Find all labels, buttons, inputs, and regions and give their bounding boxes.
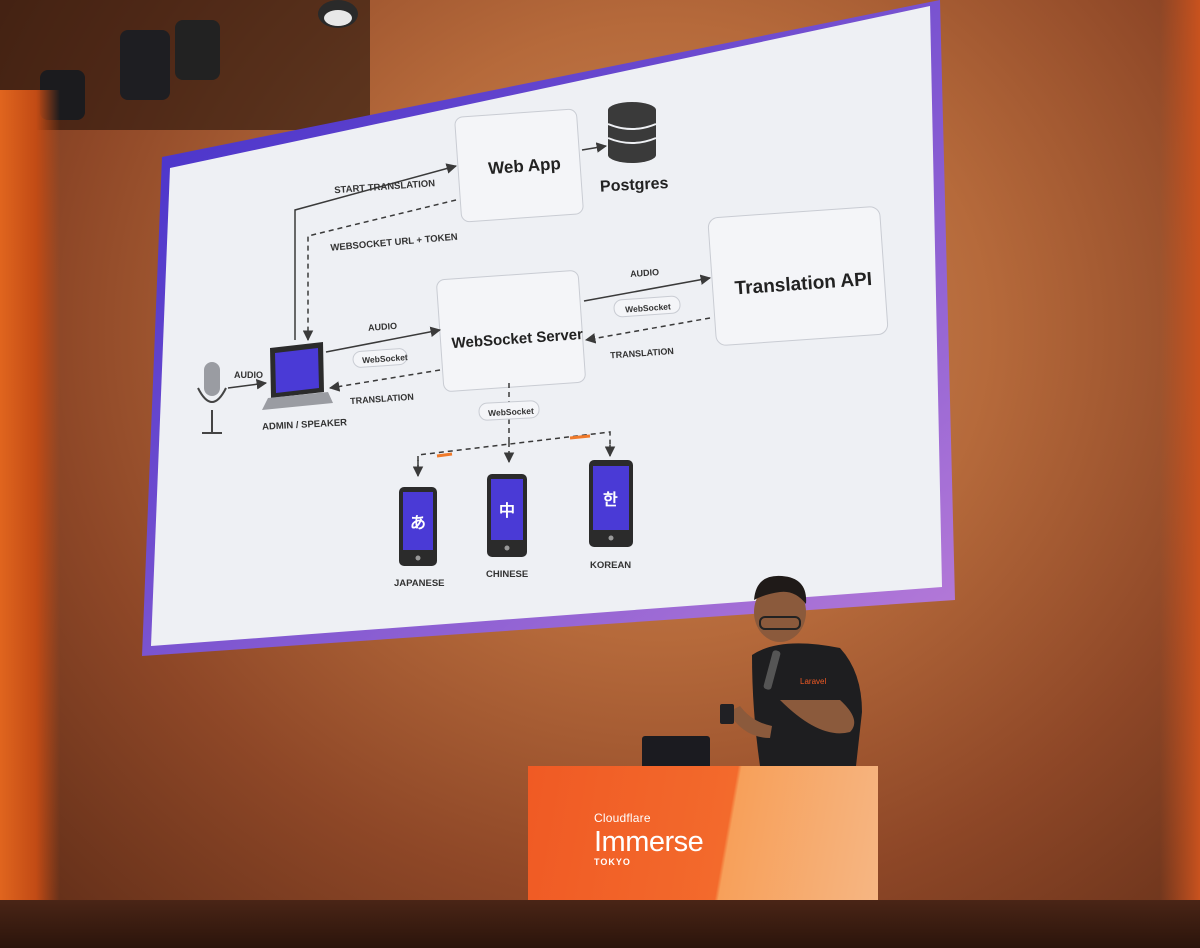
device-glyph-chinese: 中	[499, 501, 515, 520]
postgres-label: Postgres	[600, 175, 669, 196]
device-label-korean: KOREAN	[590, 560, 631, 571]
stage-lighting-rig	[0, 0, 370, 130]
audio-api-label: AUDIO	[630, 267, 660, 279]
podium-event-title: Immerse	[594, 826, 704, 858]
translation-api-back-label: TRANSLATION	[610, 346, 674, 360]
device-glyph-japanese: あ	[410, 514, 426, 532]
database-icon	[607, 102, 657, 163]
phone-korean-icon	[589, 460, 633, 547]
websocket-pill-1: WebSocket	[362, 352, 408, 365]
admin-speaker-label: ADMIN / SPEAKER	[262, 417, 348, 432]
microphone-icon	[197, 362, 227, 434]
laptop-icon	[262, 342, 333, 410]
device-glyph-korean: 한	[603, 490, 618, 509]
phone-chinese-icon	[487, 474, 527, 557]
curtain-right	[1160, 0, 1200, 948]
audio-mic-label: AUDIO	[234, 370, 263, 380]
podium-city-text: TOKYO	[594, 857, 631, 867]
curtain-left	[0, 90, 60, 910]
websocket-pill-3: WebSocket	[488, 406, 534, 418]
podium-brand-text: Cloudflare	[594, 811, 651, 825]
websocket-pill-2: WebSocket	[625, 301, 671, 314]
device-label-chinese: CHINESE	[486, 569, 528, 580]
translation-laptop-label: TRANSLATION	[350, 392, 414, 406]
presenter-laptop	[642, 736, 710, 766]
device-label-japanese: JAPANESE	[394, 578, 445, 589]
stage-floor	[0, 900, 1200, 948]
audio-laptop-label: AUDIO	[368, 321, 398, 333]
shirt-logo-text: Laravel	[800, 677, 826, 686]
phone-japanese-icon	[399, 487, 437, 566]
